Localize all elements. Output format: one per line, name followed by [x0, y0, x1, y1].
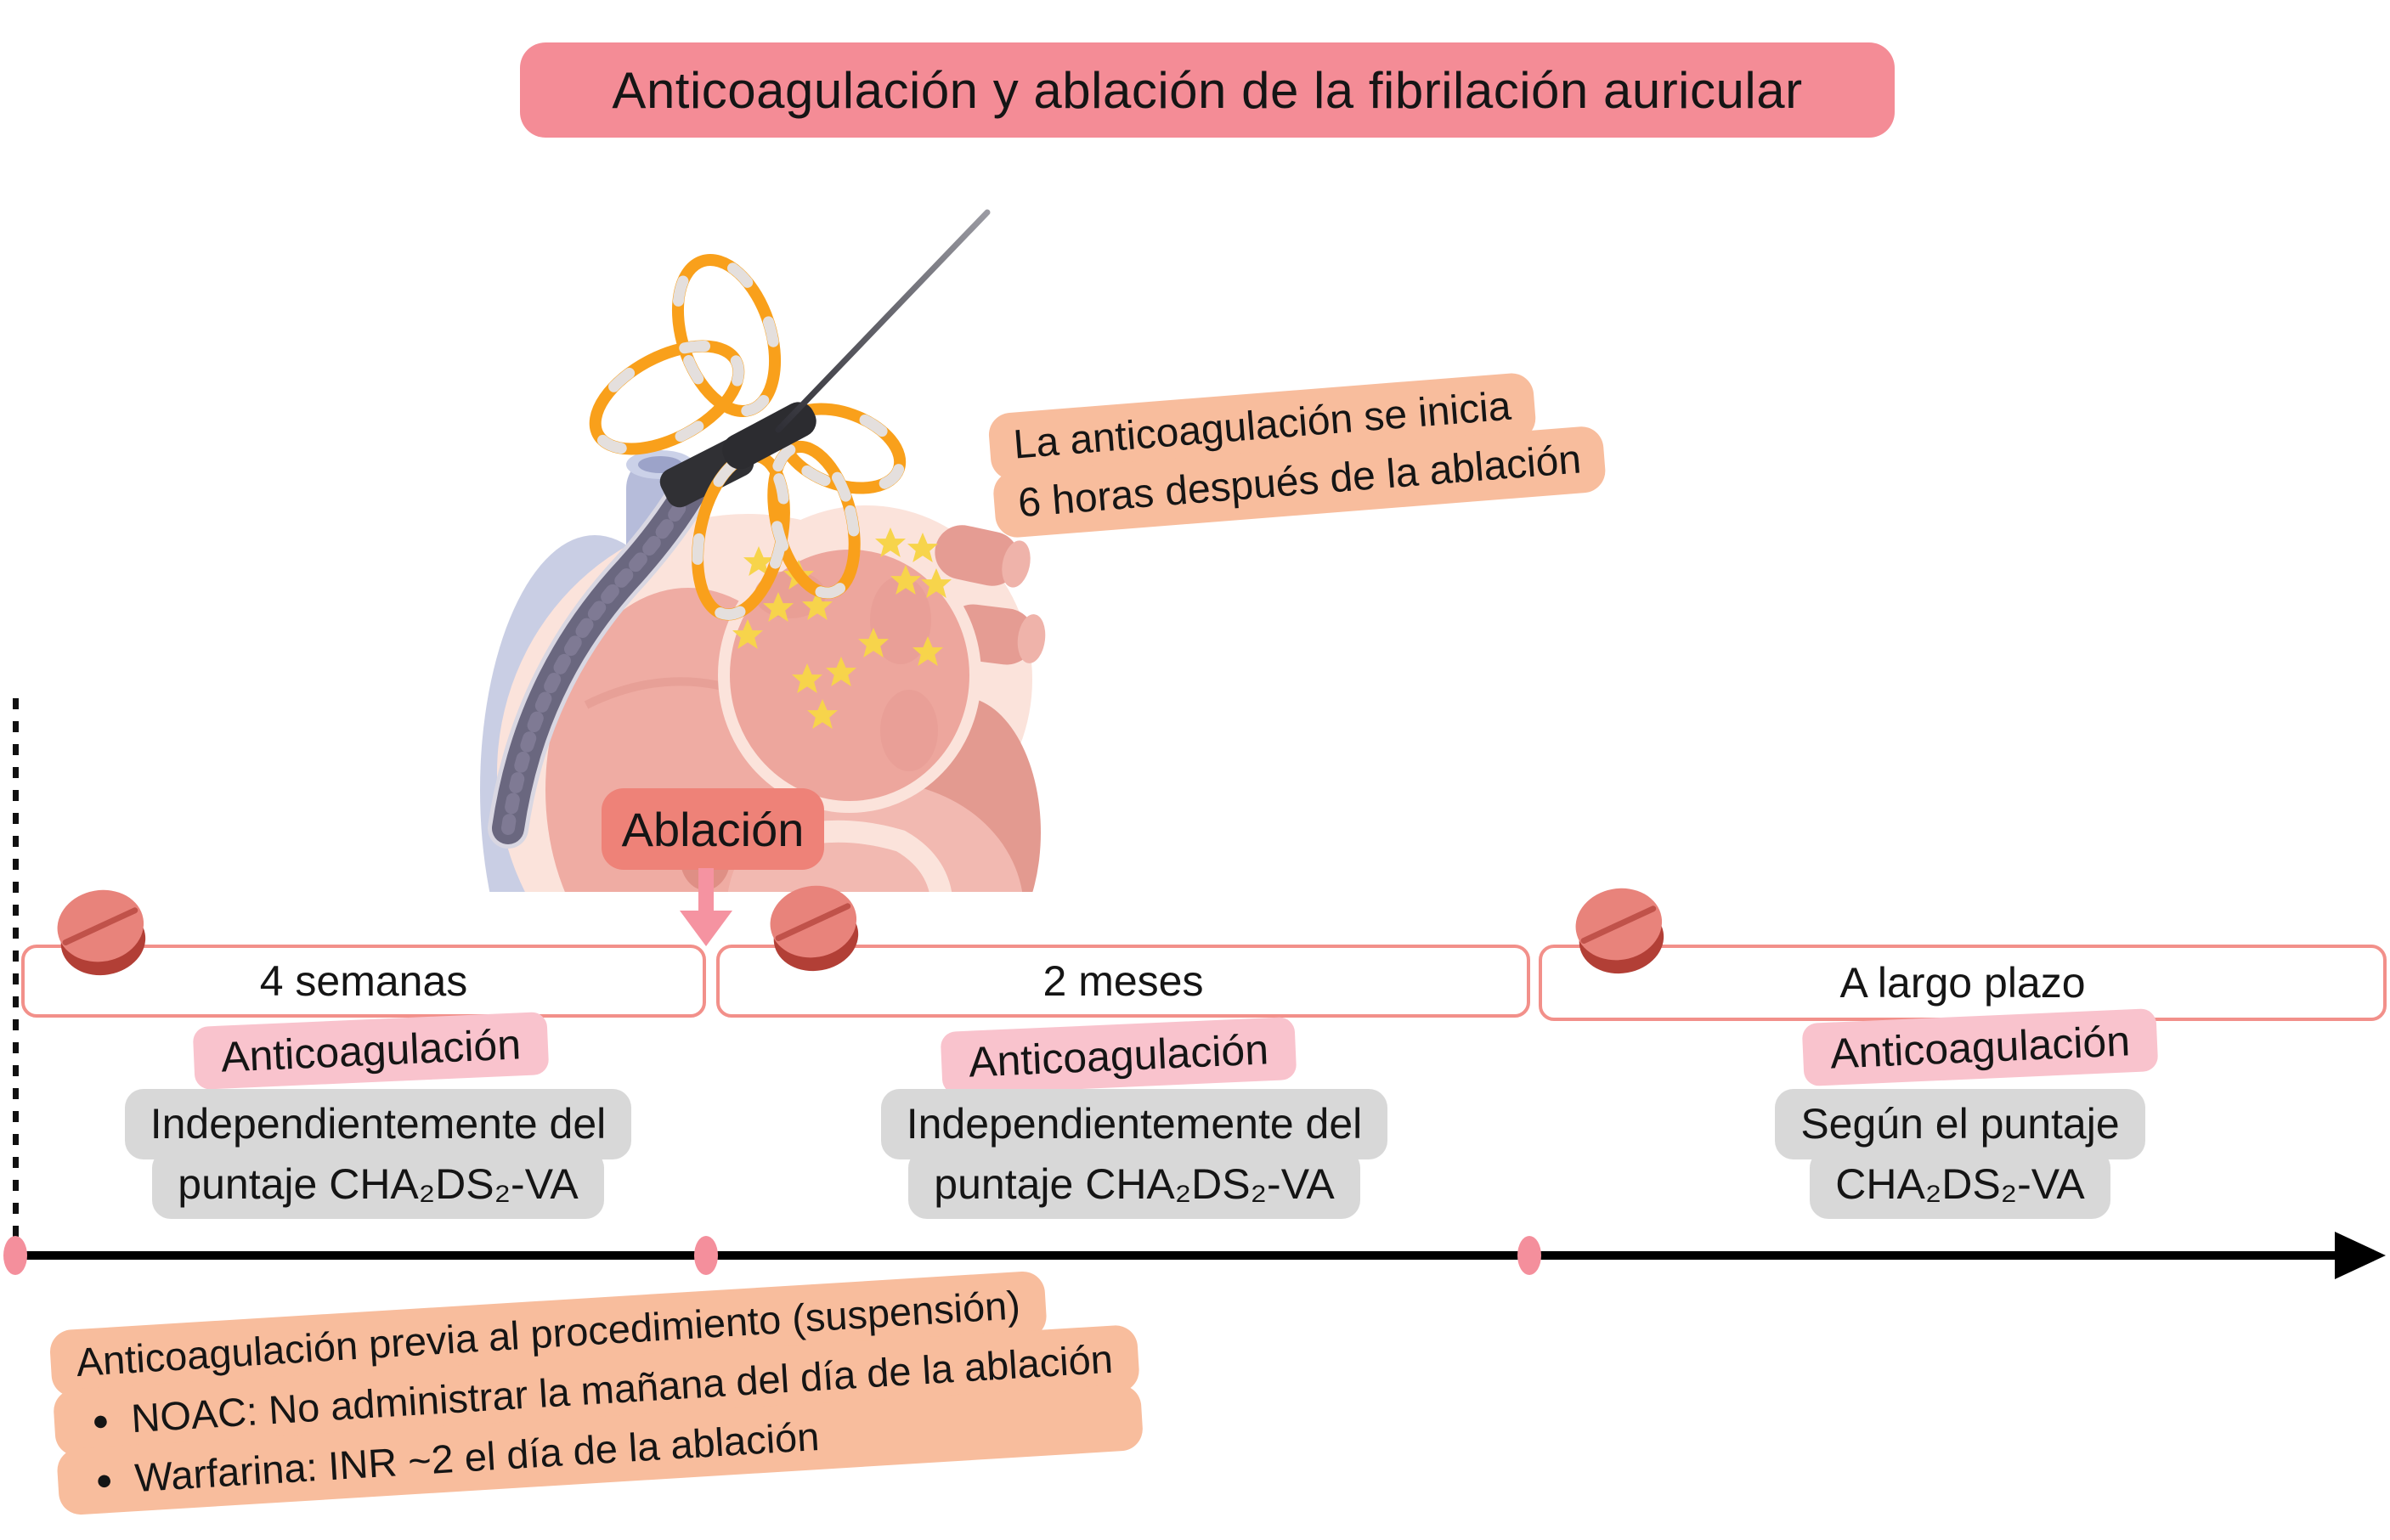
note-line: Independientemente del: [880, 1089, 1388, 1159]
pill-icon: [770, 885, 859, 972]
heart-ablation-illustration: [480, 209, 1046, 892]
timeline-arrow: [2335, 1232, 2386, 1279]
dotted-baseline-icon: [13, 698, 19, 1252]
note-box-1: Independientemente del puntaje CHA₂DS₂-V…: [81, 1089, 675, 1219]
timeline-dot: [694, 1236, 718, 1275]
segment-duration: 4 semanas: [259, 957, 468, 1005]
ablation-arrow-icon: [680, 911, 732, 946]
segment-box-largo-plazo: A largo plazo: [1539, 945, 2387, 1021]
start-anticoagulation-callout: La anticoagulación se inicia 6 horas des…: [987, 366, 1607, 539]
note-line: puntaje CHA₂DS₂-VA: [152, 1148, 604, 1219]
segment-duration: 2 meses: [1042, 957, 1204, 1005]
timeline-dot: [1517, 1236, 1541, 1275]
note-line: Según el puntaje: [1775, 1089, 2145, 1159]
needle-icon: [775, 209, 991, 433]
note-box-2: Independientemente del puntaje CHA₂DS₂-V…: [837, 1089, 1432, 1219]
bullet-icon: ●: [90, 1404, 110, 1438]
page-title-text: Anticoagulación y ablación de la fibrila…: [612, 61, 1803, 119]
timeline-dot: [3, 1236, 27, 1275]
lasso-catheter-icon: [589, 209, 991, 621]
anticoagulation-label-1: Anticoagulación: [192, 1011, 550, 1091]
segment-box-2-meses: 2 meses: [716, 945, 1530, 1018]
pill-icon: [1575, 888, 1664, 974]
anticoagulation-label-2: Anticoagulación: [940, 1016, 1297, 1096]
note-line: puntaje CHA₂DS₂-VA: [908, 1148, 1360, 1219]
note-box-3: Según el puntaje CHA₂DS₂-VA: [1663, 1089, 2257, 1219]
note-line: CHA₂DS₂-VA: [1810, 1148, 2110, 1219]
pre-procedure-callout: Anticoagulación previa al procedimiento …: [48, 1270, 1144, 1516]
page-title: Anticoagulación y ablación de la fibrila…: [520, 42, 1895, 138]
ablation-badge-label: Ablación: [621, 802, 805, 856]
bullet-icon: ●: [94, 1463, 114, 1497]
ablation-badge: Ablación: [602, 788, 824, 870]
pill-icon: [57, 889, 146, 976]
ablation-arrow-shaft: [698, 868, 714, 912]
note-line: Independientemente del: [124, 1089, 632, 1159]
segment-duration: A largo plazo: [1839, 959, 2086, 1007]
timeline-line: [13, 1251, 2341, 1260]
catheter-shaft-icon: [488, 437, 754, 849]
